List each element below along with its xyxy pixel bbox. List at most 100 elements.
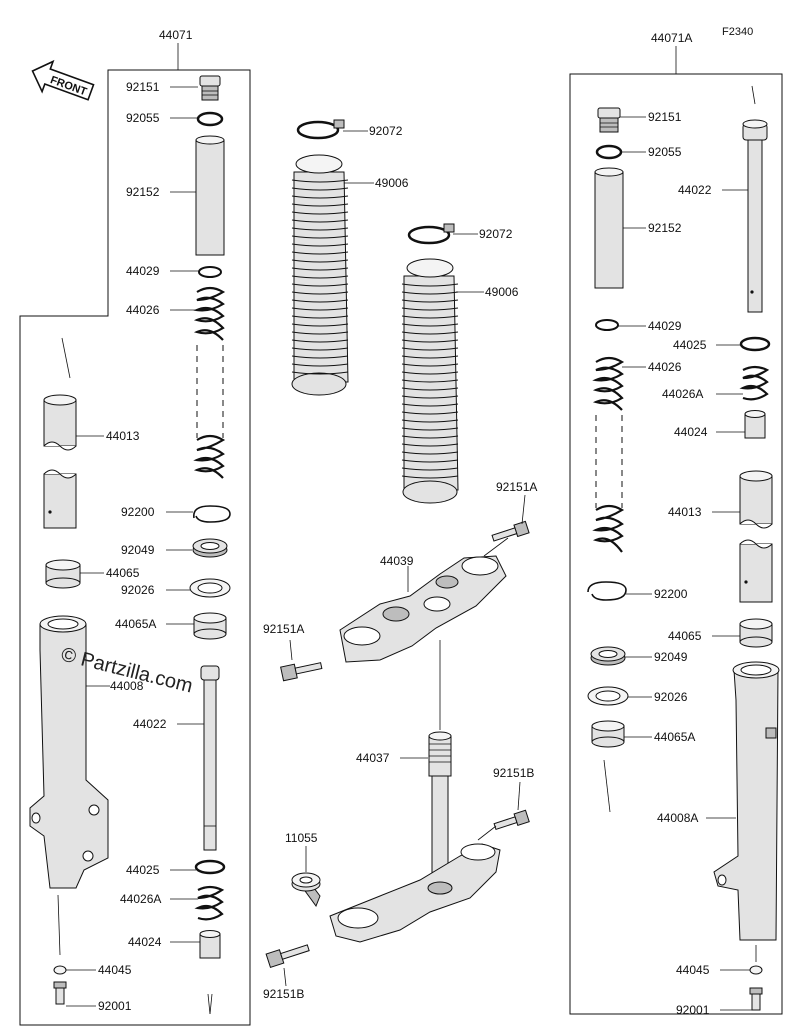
callout-44065a-left: 44065A	[115, 617, 156, 631]
oil-seal-left	[192, 538, 228, 558]
callout-92200-right: 92200	[654, 587, 688, 601]
callout-44045-right: 44045	[676, 963, 710, 977]
damper-rod-left	[200, 665, 220, 851]
diagram-code: F2340	[722, 26, 753, 38]
snap-ring-right	[587, 581, 627, 601]
group-label-right: 44071A	[651, 31, 692, 45]
callout-44065-left: 44065	[106, 566, 140, 580]
callout-92151b-right: 92151B	[493, 766, 534, 780]
outer-tube-left	[29, 615, 109, 889]
bottom-bolt-left	[53, 981, 67, 1005]
callout-49006-b: 49006	[485, 285, 519, 299]
callout-11055: 11055	[285, 831, 318, 845]
rebound-spring-left	[194, 885, 225, 921]
callout-44065-right: 44065	[668, 629, 702, 643]
callout-44025-left: 44025	[126, 863, 160, 877]
callout-44026-right: 44026	[648, 360, 682, 374]
callout-44029-right: 44029	[648, 319, 682, 333]
callout-92152-left: 92152	[126, 185, 160, 199]
callout-44022-right: 44022	[678, 183, 712, 197]
spacer-tube-right	[594, 167, 624, 289]
callout-92055-left: 92055	[126, 111, 160, 125]
right-assembly-frame	[569, 73, 783, 1015]
rebound-spring-right	[739, 365, 770, 401]
callout-44022-left: 44022	[133, 717, 167, 731]
group-label-left: 44071	[159, 28, 193, 42]
callout-44045-left: 44045	[98, 963, 132, 977]
callout-92072-b: 92072	[479, 227, 513, 241]
callout-92072-a: 92072	[369, 124, 403, 138]
boot-clamp-2	[407, 223, 455, 245]
callout-44029-left: 44029	[126, 264, 160, 278]
steering-stem	[428, 731, 452, 887]
callout-92055-right: 92055	[648, 145, 682, 159]
lower-triple-clamp	[299, 843, 501, 943]
callout-44026a-left: 44026A	[120, 892, 161, 906]
callout-44026-left: 44026	[126, 303, 160, 317]
washer-44025-left	[194, 859, 226, 875]
upper-triple-clamp	[339, 555, 507, 663]
callout-92049-left: 92049	[121, 543, 155, 557]
drain-washer-left	[53, 965, 67, 975]
o-ring-right	[595, 144, 623, 160]
callout-44008-left: 44008	[110, 679, 144, 693]
oil-lock-piece-right	[744, 410, 766, 439]
bushing-44065-right	[739, 618, 773, 648]
cap-bolt-right	[597, 107, 621, 133]
callout-44024-right: 44024	[674, 425, 708, 439]
callout-92200-left: 92200	[121, 505, 155, 519]
callout-44024-left: 44024	[128, 935, 162, 949]
left-assembly-frame	[19, 69, 251, 1026]
callout-44013-left: 44013	[106, 429, 140, 443]
bolt-92151a-top	[491, 520, 530, 542]
callout-92001-right: 92001	[676, 1003, 710, 1017]
callout-44026a-right: 44026A	[662, 387, 703, 401]
oil-seal-right	[590, 646, 626, 666]
washer-left	[198, 266, 222, 278]
fork-boot-1	[291, 154, 349, 396]
seal-washer-left	[189, 578, 231, 598]
washer-44025-right	[739, 336, 771, 352]
grommet-11055	[291, 872, 321, 892]
callout-44025-right: 44025	[673, 338, 707, 352]
callout-44013-right: 44013	[668, 505, 702, 519]
bolt-92151a-left	[280, 662, 323, 682]
callout-44037: 44037	[356, 751, 390, 765]
callout-92026-right: 92026	[654, 690, 688, 704]
callout-92026-left: 92026	[121, 583, 155, 597]
fork-spring-left	[193, 286, 226, 341]
cap-bolt-left	[199, 75, 221, 101]
front-arrow-icon: FRONT	[31, 59, 95, 101]
bushing-44065a-right	[591, 720, 625, 748]
bottom-bolt-right	[749, 987, 763, 1011]
washer-right	[595, 319, 619, 331]
callout-44008a-right: 44008A	[657, 811, 698, 825]
fork-spring-right	[592, 356, 625, 411]
damper-rod-right	[742, 85, 768, 313]
bushing-44065a-left	[193, 612, 227, 640]
oil-lock-piece-left	[199, 930, 221, 959]
callout-92151-right: 92151	[648, 110, 682, 124]
bolt-92151b-bottom	[265, 944, 310, 969]
callout-49006-a: 49006	[375, 176, 409, 190]
callout-92151-left: 92151	[126, 80, 160, 94]
bushing-44065-left	[45, 559, 81, 589]
bolt-92151b-right	[493, 809, 530, 830]
outer-tube-right	[713, 661, 780, 941]
seal-washer-right	[587, 686, 629, 706]
callout-92151b-bottom: 92151B	[263, 987, 304, 1001]
drain-washer-right	[749, 965, 763, 975]
callout-44065a-right: 44065A	[654, 730, 695, 744]
inner-tube-left	[43, 337, 77, 529]
inner-tube-right	[739, 470, 773, 603]
boot-clamp-1	[296, 119, 345, 140]
callout-92152-right: 92152	[648, 221, 682, 235]
fork-boot-2	[402, 258, 459, 504]
callout-92151a-left: 92151A	[263, 622, 304, 636]
o-ring-left	[196, 111, 224, 127]
spacer-tube-left	[195, 135, 225, 256]
callout-44039: 44039	[380, 554, 414, 568]
snap-ring-left	[193, 505, 231, 523]
